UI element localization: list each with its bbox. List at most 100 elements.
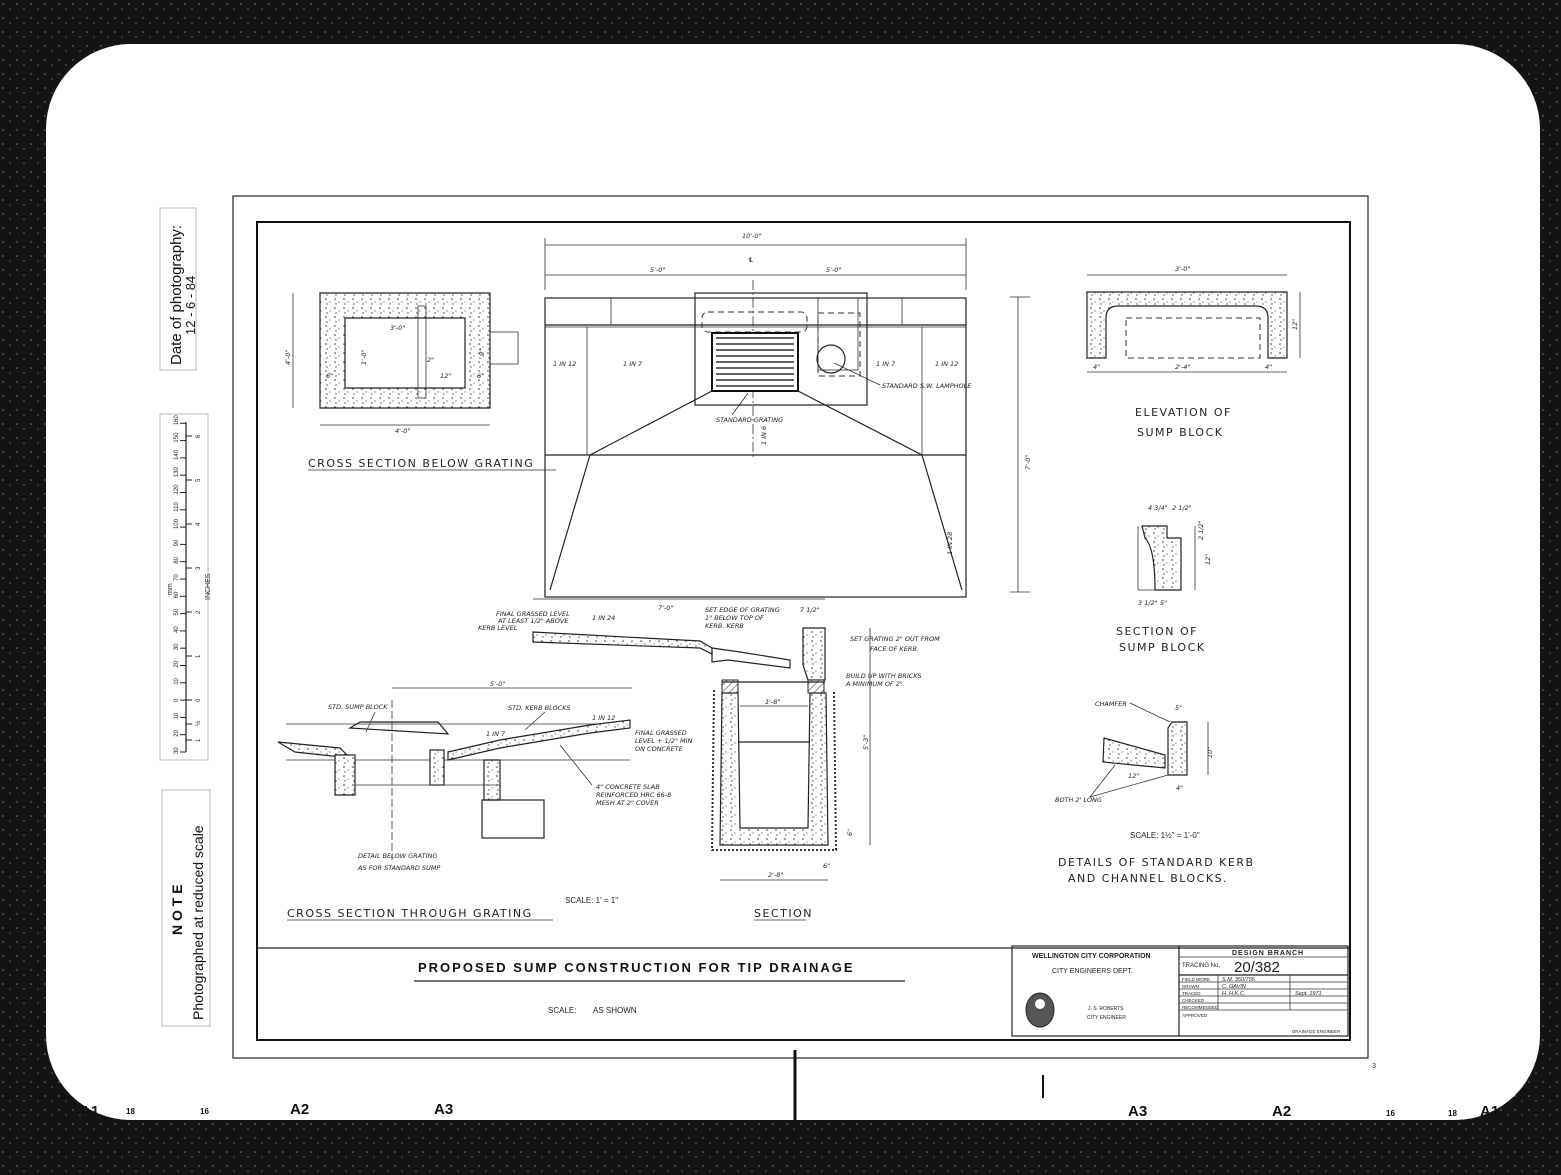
ruler-mm-tick-label: 10 xyxy=(174,677,180,684)
ruler-mm-tick-label: 50 xyxy=(174,608,180,615)
dim-label: 5'-3" xyxy=(862,735,870,750)
view-title: CROSS SECTION THROUGH GRATING xyxy=(287,907,533,920)
dim-label: 5'-0" xyxy=(490,680,505,688)
note-text: DETAIL BELOW GRATING xyxy=(358,852,437,860)
centerline-symbol: ℄ xyxy=(748,256,754,264)
ruler-mm-tick-label: 150 xyxy=(174,432,180,443)
view-title: SUMP BLOCK xyxy=(1137,426,1224,439)
approver: DRAINAGE ENGINEER xyxy=(1292,1029,1341,1034)
dim-label: 7 1/2" xyxy=(800,606,820,614)
ruler-mm-tick-label: 140 xyxy=(174,449,180,460)
note-text: REINFORCED HRC 66-8 xyxy=(596,791,671,799)
dim-label: 2 1/2" xyxy=(1197,520,1205,540)
slope-label: 1 IN 12 xyxy=(592,714,615,722)
dim-label: 3'-0" xyxy=(1175,265,1190,273)
ruler-mm-tick-label: 30 xyxy=(174,643,180,650)
dim-label: 4" xyxy=(1265,363,1272,371)
scale-label: SCALE: 1' = 1" xyxy=(565,896,618,905)
note-text: SET GRATING 2" OUT FROM xyxy=(850,635,940,643)
dim-label: 4'-0" xyxy=(284,350,292,365)
branch-name: DESIGN BRANCH xyxy=(1232,950,1304,957)
ruler-mm-tick-label: 90 xyxy=(174,539,180,546)
edge-label: A1 xyxy=(80,1103,99,1120)
ruler-mm-tick-label: 110 xyxy=(174,502,180,512)
dim-label: 6" xyxy=(823,862,830,870)
engineer-name: J. S. ROBERTS xyxy=(1088,1006,1124,1012)
row-value: S.M. 350/705 xyxy=(1222,977,1256,983)
dim-label: 4" xyxy=(1176,784,1183,792)
slope-label: 1 IN 7 xyxy=(876,360,896,368)
row-label: FIELD WORK xyxy=(1182,977,1210,982)
note-text: A MINIMUM OF 2". xyxy=(845,680,905,688)
dim-label: 4" xyxy=(1093,363,1100,371)
note-text: FACE OF KERB. xyxy=(870,645,919,653)
row-label: RECOMMENDED xyxy=(1182,1005,1219,1010)
note-text: KERB LEVEL xyxy=(478,624,518,632)
edge-labels: A1 18 16 A2 A3 A3 A2 16 18 A1 xyxy=(80,1101,1499,1120)
lamphole-note: STANDARD S.W. LAMPHOLE xyxy=(882,382,972,390)
view-title: SUMP BLOCK xyxy=(1119,641,1206,654)
slope-label: 1 IN 12 xyxy=(935,360,958,368)
note-text: AS FOR STANDARD SUMP xyxy=(357,864,440,872)
slope-label: 1 IN 12 xyxy=(553,360,576,368)
row-label: TRACED xyxy=(1182,991,1201,996)
ruler-mm-tick-label: 80 xyxy=(174,556,180,563)
ruler-inch-tick-label: 4 xyxy=(196,522,202,526)
ruler-mm-tick-label: 100 xyxy=(174,518,180,529)
paper xyxy=(46,44,1540,1120)
dim-label: 6" xyxy=(846,829,854,836)
scale-label: SCALE: 1½" = 1'-0" xyxy=(1130,831,1200,840)
edge-label: 18 xyxy=(126,1107,135,1116)
date-value: 12 - 6 - 84 xyxy=(183,276,198,335)
ruler-mm-tick-label: 120 xyxy=(174,484,180,495)
dim-label: 3'-0" xyxy=(390,324,405,332)
dim-label: 2" xyxy=(427,356,434,364)
edge-label: 18 xyxy=(1448,1109,1457,1118)
edge-label: A2 xyxy=(1272,1103,1291,1120)
ruler-mm-tick-label: 60 xyxy=(174,591,180,598)
dim-label: 5" xyxy=(1160,599,1167,607)
dim-label: 2'-4" xyxy=(1175,363,1190,371)
slope-label: 1 IN 24 xyxy=(592,614,615,622)
dim-label: 10" xyxy=(1206,747,1214,758)
note-title: N O T E xyxy=(169,884,185,935)
note-text: 4" CONCRETE SLAB xyxy=(596,783,660,791)
dim-label: 4 3/4" xyxy=(1148,504,1168,512)
row-date: Sept. 1971 xyxy=(1295,991,1322,997)
kerb-blocks-label: STD. KERB BLOCKS xyxy=(508,704,571,712)
ruler-mm-tick-label: 130 xyxy=(174,467,180,478)
dim-label: 9" xyxy=(478,349,486,356)
plan-view: 10'-0" 5'-0" 5'-0" ℄ 1 IN 12 1 IN 7 1 IN… xyxy=(544,232,1032,598)
note-text: Photographed at reduced scale xyxy=(190,825,206,1020)
sheet-inner-border xyxy=(256,221,1351,1041)
view-title: DETAILS OF STANDARD KERB xyxy=(1058,856,1255,869)
dim-label: 12" xyxy=(1128,772,1139,780)
view-title: SECTION xyxy=(754,907,813,920)
edge-label: A3 xyxy=(1128,1103,1147,1120)
title-block: WELLINGTON CITY CORPORATION CITY ENGINEE… xyxy=(1011,945,1349,1037)
note-text: MESH AT 2" COVER xyxy=(596,799,659,807)
dim-label: 12" xyxy=(440,372,451,380)
edge-label: 16 xyxy=(1386,1109,1395,1118)
ruler-mm-tick-label: 30 xyxy=(174,747,180,754)
date-label: Date of photography: xyxy=(168,225,185,365)
ruler-mm-label: mm xyxy=(167,583,174,595)
note-text: FINAL GRASSED xyxy=(635,729,687,737)
ruler-mm-tick-label: 70 xyxy=(174,574,180,581)
dim-label: 12" xyxy=(1204,554,1212,565)
section-view: 7'-0" 7 1/2" FINAL GRASSED LEVEL AT LEAS… xyxy=(478,598,940,921)
sheet-outer-border xyxy=(232,195,1369,1059)
dim-label: 7'-0" xyxy=(658,604,673,612)
view-title: SECTION OF xyxy=(1116,625,1198,638)
corner-mark: 3 xyxy=(1372,1063,1376,1070)
drawing-title: PROPOSED SUMP CONSTRUCTION FOR TIP DRAIN… xyxy=(418,960,855,975)
note-text: ON CONCRETE xyxy=(635,745,684,753)
dim-left: 5'-0" xyxy=(650,266,665,274)
dim-label: 6" xyxy=(477,372,484,380)
row-label: DRAWN xyxy=(1182,984,1199,989)
row-value: C. GAVIN xyxy=(1222,984,1246,990)
tracing-label: TRACING No. xyxy=(1182,963,1220,969)
ruler-mm-tick-label: 20 xyxy=(174,660,180,667)
slope-label: 1 IN 7 xyxy=(486,730,506,738)
